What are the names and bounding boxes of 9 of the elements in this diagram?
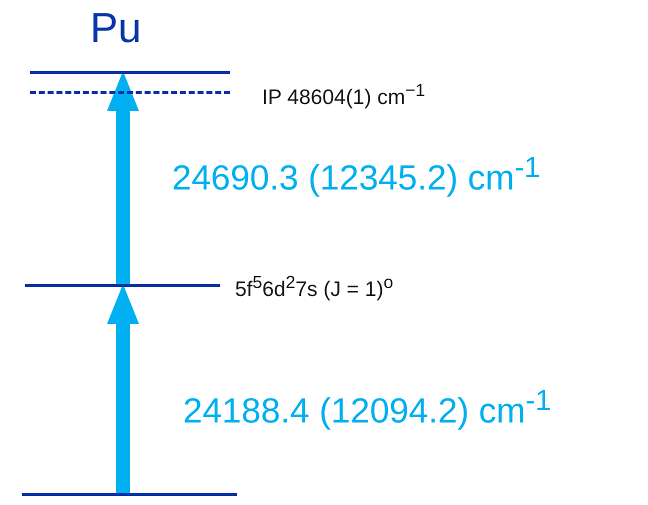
- transition-arrow: [107, 284, 139, 496]
- energy-level-line: [25, 284, 220, 287]
- dashed-energy-level: [30, 91, 230, 94]
- diagram-title: Pu: [90, 4, 142, 52]
- level-label: 5f$^{5}$6d$^{2}$7s (J = 1)$^{o}$: [235, 272, 394, 302]
- energy-level-line: [22, 493, 237, 496]
- energy-level-line: [30, 71, 230, 74]
- level-label: IP 48604(1) cm$^{−1}$: [262, 80, 426, 110]
- transition-arrow: [107, 71, 139, 287]
